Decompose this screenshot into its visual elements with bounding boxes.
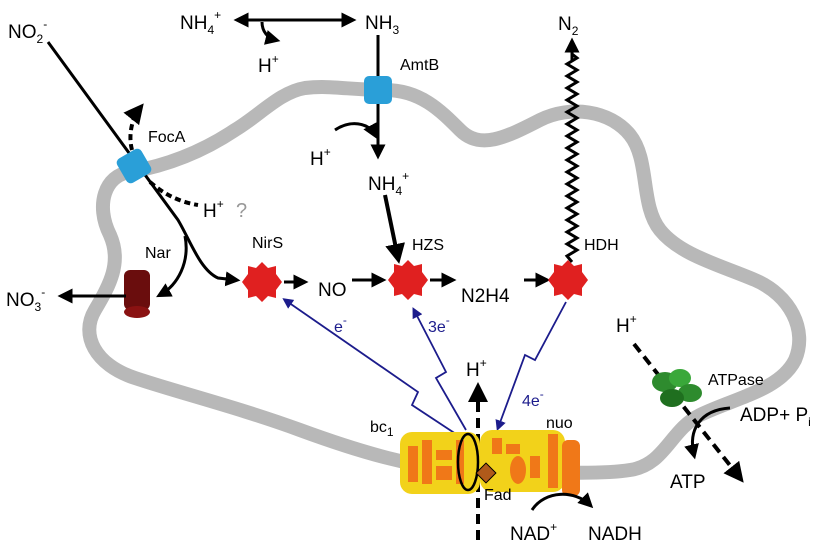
h-amtb-label: H+ <box>310 145 331 170</box>
electron-line-hzs <box>412 307 467 431</box>
nuo-complex <box>480 430 580 496</box>
foca-transporter <box>116 148 152 184</box>
nh3-label: NH3 <box>365 13 399 37</box>
e4-label: 4e- <box>522 387 544 410</box>
bc1-complex <box>400 432 480 494</box>
nadh-label: NADH <box>588 524 642 545</box>
hdh-label: HDH <box>584 237 619 254</box>
adp-label: ADP+ Pi <box>740 405 811 429</box>
h-foca-label: H+ <box>203 197 224 222</box>
nh4-top-label: NH4+ <box>180 8 221 37</box>
foca-label: FocA <box>148 129 186 146</box>
nitrite-to-nar <box>156 235 188 298</box>
nad-label: NAD+ <box>510 520 557 545</box>
electron-line-hdh <box>495 301 567 432</box>
h-atp-label: H+ <box>616 312 637 337</box>
nad-reduction-arrow <box>530 492 594 511</box>
no-label: NO <box>318 280 347 301</box>
bc1-label: bc1 <box>370 419 394 439</box>
n2-label: N2 <box>558 14 579 38</box>
h-amtb-arrow <box>334 122 378 139</box>
nuo-label: nuo <box>546 415 573 432</box>
atpase-proton-dashed <box>632 342 744 483</box>
n2h4-label: N2H4 <box>461 286 510 307</box>
n2-wavy-line <box>564 52 580 263</box>
atp-synthesis-arrow <box>684 406 731 460</box>
atpase-label: ATPase <box>708 372 764 389</box>
nar-complex <box>124 270 150 310</box>
atpase-complex <box>652 369 702 407</box>
amtb-transporter <box>364 76 392 104</box>
fad-cofactor <box>475 462 497 484</box>
hzs-enzyme <box>388 260 428 300</box>
nirs-enzyme <box>242 262 282 302</box>
foca-dashed-proton <box>148 180 199 207</box>
nirs-label: NirS <box>252 235 283 252</box>
fad-label: Fad <box>484 487 512 504</box>
amtb-label: AmtB <box>400 57 439 74</box>
hzs-label: HZS <box>412 237 444 254</box>
h-release-arrow-top <box>260 21 281 45</box>
nar-base <box>124 306 150 318</box>
hdh-enzyme <box>548 260 588 300</box>
e1-label: e- <box>334 313 347 336</box>
nh4-to-hzs-arrow <box>383 194 405 264</box>
question-mark: ? <box>236 200 247 222</box>
electron-line-nirs <box>282 298 463 439</box>
foca-dashed-efflux <box>123 103 144 151</box>
atp-label: ATP <box>670 472 706 493</box>
nitrite-path <box>46 41 241 287</box>
h-center-label: H+ <box>466 356 487 381</box>
no2-label: NO2- <box>8 17 47 46</box>
nar-label: Nar <box>145 245 171 262</box>
e3-label: 3e- <box>428 313 450 336</box>
nh4-in-label: NH4+ <box>368 169 409 198</box>
no3-label: NO3- <box>6 285 45 314</box>
h-top-label: H+ <box>258 52 279 77</box>
